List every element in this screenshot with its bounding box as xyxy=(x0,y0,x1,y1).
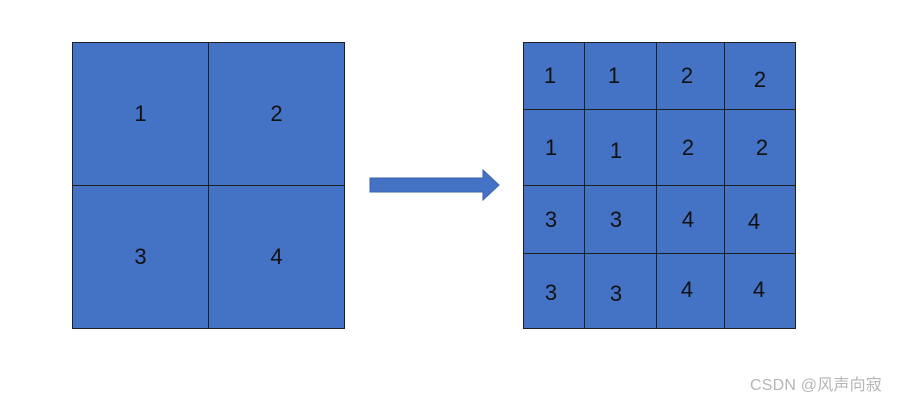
output-cell: 4 xyxy=(680,277,694,302)
output-cell: 4 xyxy=(681,206,695,232)
input-cell: 4 xyxy=(270,244,283,269)
output-cell: 3 xyxy=(544,280,558,305)
right-arrow-icon xyxy=(369,169,500,201)
output-cell: 4 xyxy=(747,208,761,234)
output-cell: 1 xyxy=(609,137,623,163)
output-cell: 3 xyxy=(609,281,623,306)
grid-divider-horizontal xyxy=(73,185,344,186)
grid-divider-horizontal xyxy=(524,109,795,110)
input-cell: 2 xyxy=(270,101,283,126)
input-cell: 1 xyxy=(134,101,147,126)
output-cell: 1 xyxy=(607,63,621,88)
output-cell: 1 xyxy=(544,134,558,160)
grid-divider-horizontal xyxy=(524,185,795,186)
output-cell: 4 xyxy=(752,277,766,302)
output-cell: 3 xyxy=(609,206,623,232)
output-cell: 1 xyxy=(543,63,557,88)
output-cell: 2 xyxy=(681,134,695,160)
output-cell: 2 xyxy=(680,63,694,88)
output-cell: 2 xyxy=(753,67,767,92)
input-grid-2x2: 1 2 3 4 xyxy=(72,42,345,329)
output-grid-4x4: 1 1 2 2 1 1 2 2 3 3 4 4 3 3 4 4 xyxy=(523,42,796,329)
grid-divider-horizontal xyxy=(524,253,795,254)
output-cell: 2 xyxy=(755,134,769,160)
watermark-text: CSDN @风声向寂 xyxy=(749,377,882,394)
input-cell: 3 xyxy=(134,244,147,269)
output-cell: 3 xyxy=(544,206,558,232)
